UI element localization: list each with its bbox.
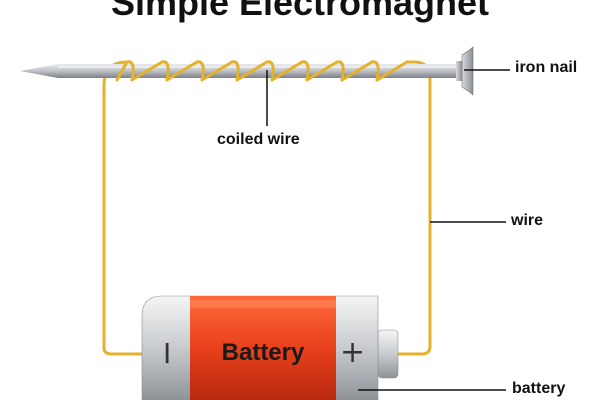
label-wire: wire <box>511 212 544 229</box>
label-iron-nail: iron nail <box>515 59 578 76</box>
negative-terminal-sign: I <box>163 337 172 370</box>
battery-graphic <box>141 295 399 400</box>
label-coiled-wire: coiled wire <box>217 131 300 148</box>
label-battery: battery <box>512 380 566 397</box>
battery-label: Battery <box>221 339 305 366</box>
coiled-wire <box>115 60 416 82</box>
positive-terminal-sign: + <box>340 335 366 370</box>
circuit-wire <box>102 60 142 356</box>
iron-nail <box>20 46 474 96</box>
circuit-wire-right <box>396 60 432 356</box>
diagram-title: Simple Electromagnet <box>110 0 490 23</box>
